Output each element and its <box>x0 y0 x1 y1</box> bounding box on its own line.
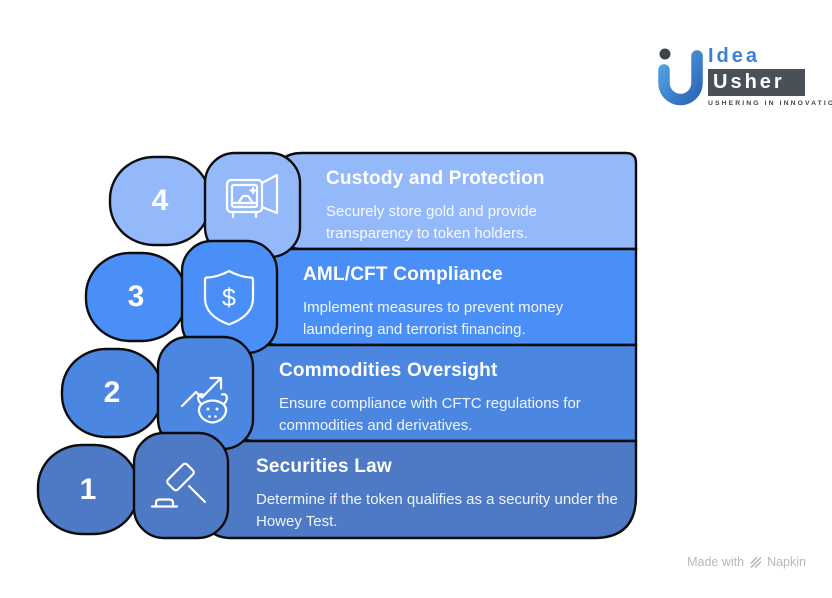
idea-usher-mark-icon <box>658 48 703 106</box>
step-title-securities: Securities Law <box>256 456 392 477</box>
napkin-icon <box>750 557 762 568</box>
made-with-label: Made with <box>687 555 745 569</box>
vault-icon <box>225 173 279 219</box>
step-title-aml-cft: AML/CFT Compliance <box>303 264 503 285</box>
step-number-2: 2 <box>103 376 121 409</box>
gavel-icon <box>150 462 207 508</box>
napkin-brand-label: Napkin <box>767 555 806 569</box>
step-description-commodities: Ensure compliance with CFTC regulations … <box>279 395 581 434</box>
logo-tagline: USHERING IN INNOVATION <box>708 100 832 107</box>
step-description-aml-cft: Implement measures to prevent money laun… <box>303 299 564 338</box>
idea-usher-logo: Idea Usher USHERING IN INNOVATION <box>652 42 832 114</box>
shield-dollar-icon: $ <box>203 269 255 326</box>
napkin-credit: Made with Napkin <box>687 555 806 569</box>
dollar-symbol: $ <box>222 284 236 312</box>
logo-word-idea: Idea <box>708 45 761 67</box>
step-description-securities: Determine if the token qualifies as a se… <box>256 491 618 530</box>
step-description-custody: Securely store gold and provide transpar… <box>326 203 537 242</box>
step-number-4: 4 <box>151 184 169 217</box>
step-number-1: 1 <box>79 472 97 506</box>
step-title-custody: Custody and Protection <box>326 168 545 189</box>
bull-market-icon <box>180 376 228 424</box>
step-title-commodities: Commodities Oversight <box>279 360 498 381</box>
logo-word-usher: Usher <box>708 69 805 96</box>
step-number-3: 3 <box>127 280 145 313</box>
